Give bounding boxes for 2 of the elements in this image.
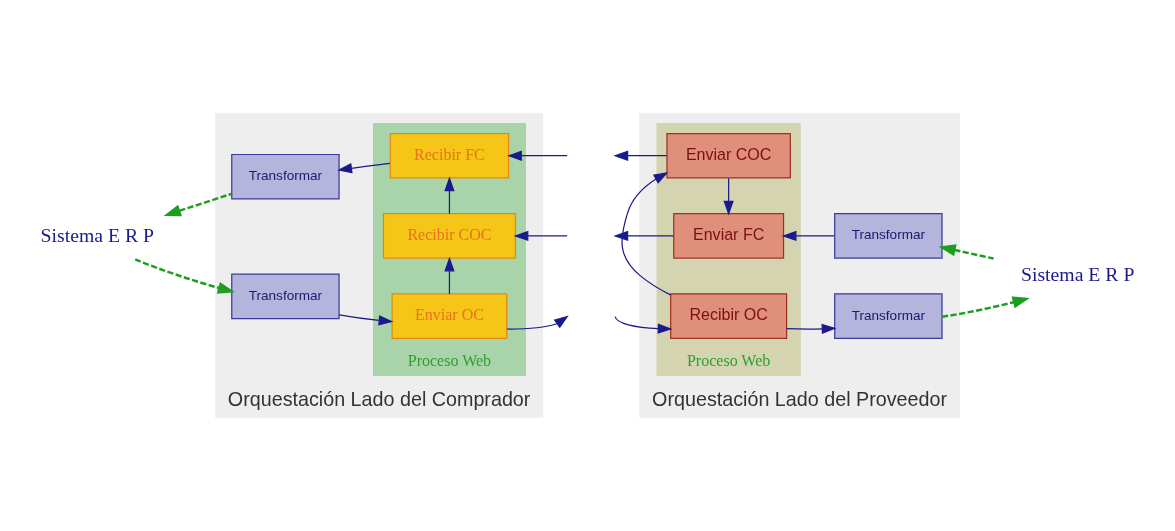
node-text: Sistema E R P [40,223,155,246]
node-text: Sistema E R P [1020,263,1135,286]
